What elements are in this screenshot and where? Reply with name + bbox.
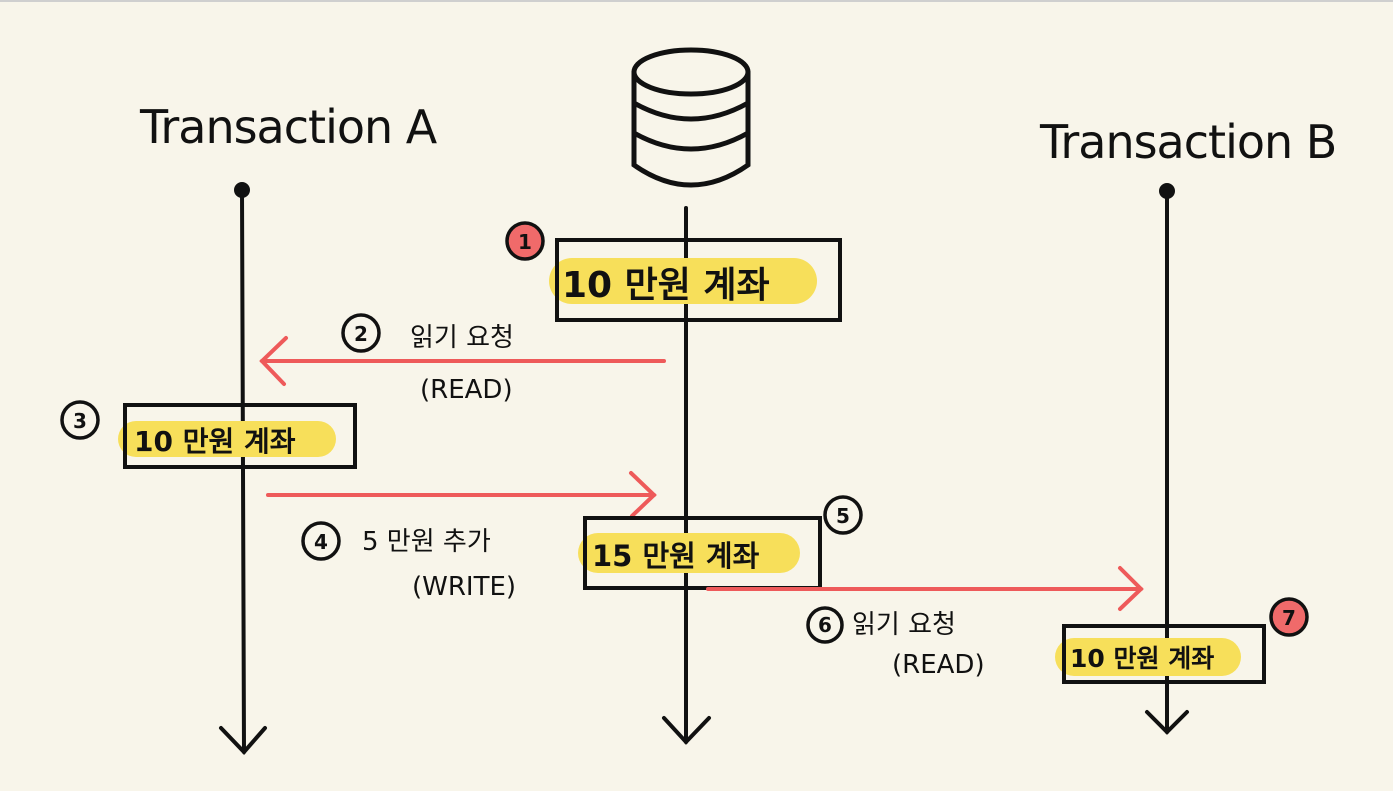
- step2-read-arrow: [259, 336, 666, 386]
- step3-number: 3: [73, 409, 87, 433]
- step3-badge: 3: [60, 400, 100, 440]
- step6-label: 읽기 요청: [852, 610, 956, 640]
- step7-badge: 7: [1269, 597, 1309, 637]
- step3-box-text: 10 만원 계좌: [134, 425, 296, 458]
- step7-number: 7: [1282, 606, 1296, 630]
- step2-number: 2: [354, 322, 368, 346]
- step2-sublabel: (READ): [420, 375, 513, 405]
- step5-account-box: 15 만원 계좌: [578, 516, 822, 590]
- transaction-b-title: Transaction B: [1039, 115, 1336, 169]
- step2-label: 읽기 요청: [410, 323, 514, 353]
- step3-account-box: 10 만원 계좌: [118, 403, 357, 469]
- step4-write-arrow: [266, 471, 657, 518]
- transaction-a-title: Transaction A: [139, 100, 438, 154]
- step7-box-text: 10 만원 계좌: [1070, 644, 1214, 673]
- step6-sublabel: (READ): [892, 650, 985, 680]
- step6-read-arrow: [706, 566, 1144, 611]
- lifeline-a: [219, 182, 267, 755]
- step5-box-text: 15 만원 계좌: [592, 539, 760, 573]
- step1-box-text: 10 만원 계좌: [562, 265, 770, 306]
- step1-badge: 1: [505, 221, 545, 261]
- step4-label: 5 만원 추가: [362, 527, 491, 557]
- step1-account-box: 10 만원 계좌: [549, 238, 842, 322]
- step2-badge: 2: [341, 313, 381, 353]
- step5-badge: 5: [823, 495, 863, 535]
- step1-number: 1: [518, 230, 532, 254]
- step4-sublabel: (WRITE): [412, 572, 516, 602]
- database-icon: [631, 47, 751, 188]
- step6-badge: 6: [806, 606, 844, 644]
- step5-number: 5: [836, 504, 850, 528]
- step7-account-box: 10 만원 계좌: [1055, 624, 1266, 684]
- step6-number: 6: [818, 613, 832, 637]
- step4-badge: 4: [301, 521, 341, 561]
- step4-number: 4: [314, 530, 328, 554]
